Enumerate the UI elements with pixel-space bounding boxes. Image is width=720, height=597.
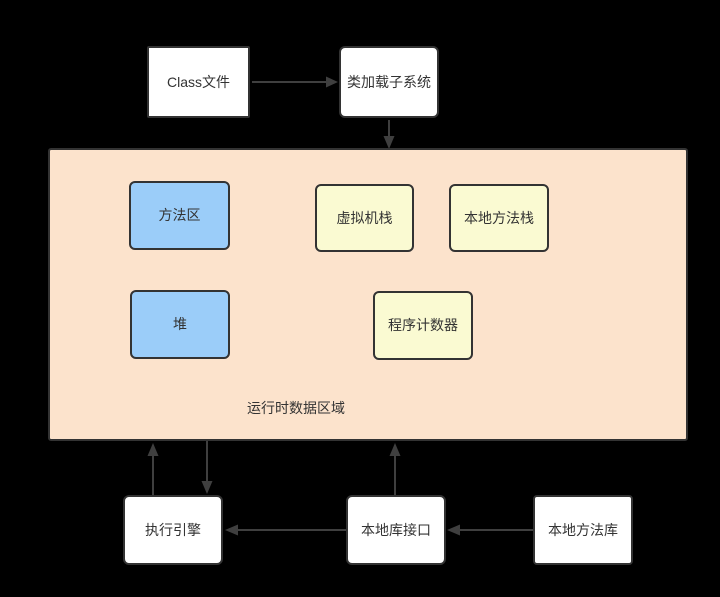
node-native-library-interface: 本地库接口	[346, 495, 446, 565]
node-native-method-stack-label: 本地方法栈	[464, 209, 534, 226]
node-heap-label: 堆	[173, 316, 187, 333]
node-vm-stack-label: 虚拟机栈	[336, 209, 393, 226]
node-vm-stack: 虚拟机栈	[315, 184, 414, 252]
arrow-classloader-to-runtime	[383, 120, 395, 149]
node-execution-engine: 执行引擎	[123, 495, 223, 565]
node-class-loader-subsystem-label: 类加载子系统	[347, 73, 431, 90]
node-method-area-label: 方法区	[158, 207, 201, 224]
node-program-counter-label: 程序计数器	[388, 317, 458, 334]
arrow-interface-to-engine	[225, 524, 346, 536]
node-execution-engine-label: 执行引擎	[145, 521, 201, 538]
node-native-method-stack: 本地方法栈	[449, 184, 549, 252]
arrow-interface-to-runtime	[389, 443, 401, 495]
node-native-method-library-label: 本地方法库	[548, 521, 618, 538]
container-runtime-data-area-label: 运行时数据区域	[247, 400, 345, 416]
arrow-library-to-interface	[447, 524, 533, 536]
node-program-counter: 程序计数器	[373, 291, 473, 360]
node-class-file: Class文件	[147, 46, 250, 118]
arrow-engine-to-runtime	[147, 443, 159, 495]
node-class-file-label: Class文件	[166, 73, 230, 90]
node-class-loader-subsystem: 类加载子系统	[339, 46, 439, 118]
arrow-runtime-to-engine	[201, 441, 213, 494]
node-heap: 堆	[130, 290, 230, 359]
node-method-area: 方法区	[129, 181, 230, 250]
arrow-classfile-to-classloader	[252, 76, 338, 88]
node-native-library-interface-label: 本地库接口	[361, 521, 431, 538]
node-native-method-library: 本地方法库	[533, 495, 633, 565]
container-runtime-data-area: 方法区 虚拟机栈 本地方法栈 堆 程序计数器 运行时数据区域	[48, 148, 688, 441]
